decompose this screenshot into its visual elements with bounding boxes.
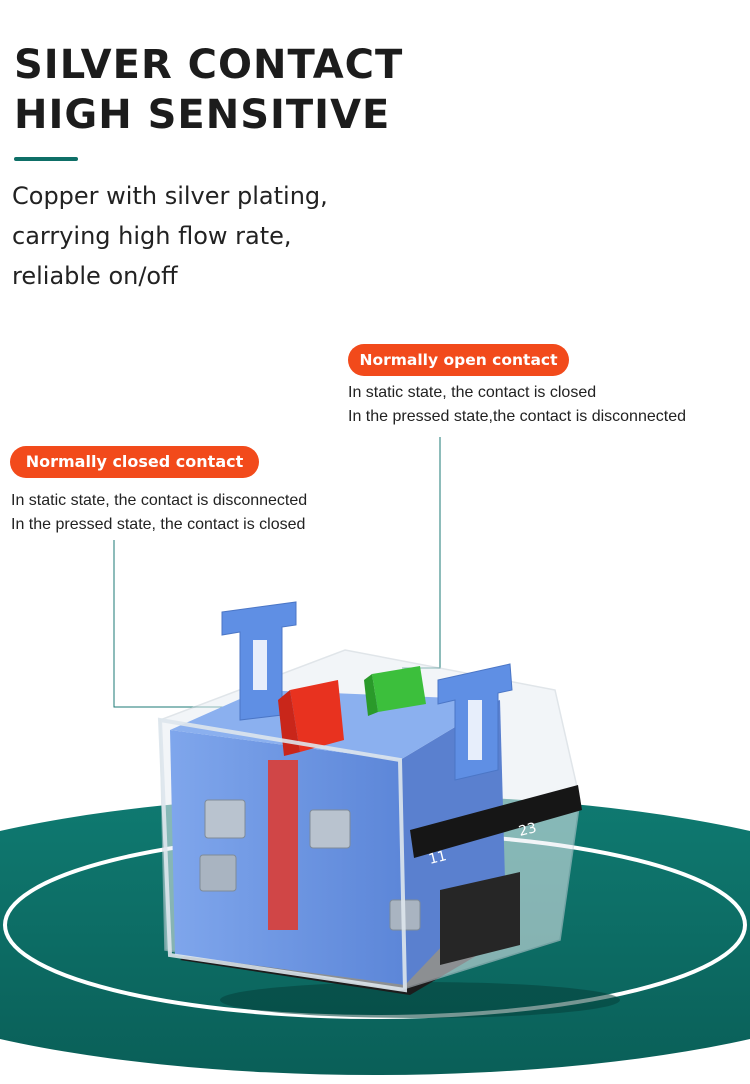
contact-screw-left-bottom [199, 854, 237, 892]
contact-screw-left-top [204, 799, 246, 839]
normally-open-line-2: In the pressed state,the contact is disc… [348, 408, 686, 425]
title-line-2: HIGH SENSITIVE [14, 92, 391, 138]
terminal-label-11: 11 [427, 848, 448, 868]
right-clip-slot [468, 700, 482, 760]
side-clamp [440, 872, 520, 965]
page-title: SILVER CONTACT HIGH SENSITIVE [14, 40, 614, 140]
normally-open-note: In static state, the contact is closed I… [348, 381, 686, 429]
product-shadow [220, 982, 620, 1018]
normally-closed-badge: Normally closed contact [10, 446, 259, 478]
contact-screw-right-top [309, 809, 351, 849]
normally-open-line-1: In static state, the contact is closed [348, 384, 597, 401]
left-clip-slot [253, 640, 267, 690]
title-underline [14, 157, 78, 161]
normally-closed-line-1: In static state, the contact is disconne… [11, 492, 308, 509]
product-illustration: 11 23 [0, 601, 750, 1075]
description-line-3: reliable on/off [12, 262, 178, 290]
feature-description: Copper with silver plating, carrying hig… [12, 176, 532, 296]
no-green-actuator [372, 666, 426, 712]
clear-frame-edge [157, 717, 408, 993]
normally-closed-line-2: In the pressed state, the contact is clo… [11, 516, 306, 533]
no-green-actuator-side [364, 674, 378, 716]
normally-closed-note: In static state, the contact is disconne… [11, 489, 307, 537]
terminal-strip [410, 785, 582, 858]
description-line-2: carrying high flow rate, [12, 222, 292, 250]
nc-red-stem [268, 760, 298, 930]
nc-red-actuator [290, 680, 344, 752]
terminal-label-23: 23 [517, 820, 538, 840]
title-line-1: SILVER CONTACT [14, 42, 404, 88]
description-line-1: Copper with silver plating, [12, 182, 328, 210]
normally-open-badge: Normally open contact [348, 344, 569, 376]
